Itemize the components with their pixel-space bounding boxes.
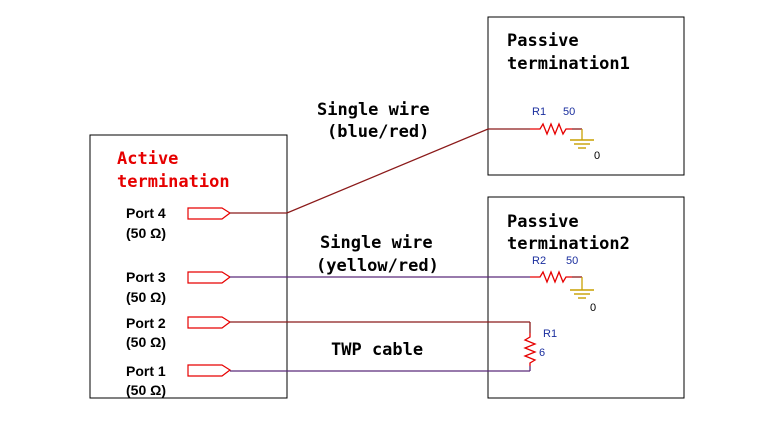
wire2-label-line1: Single wire — [320, 233, 433, 253]
twp-resistor-value: 6 — [539, 347, 545, 359]
port1-connector-icon — [187, 364, 232, 377]
port3-connector-icon — [187, 271, 232, 284]
port2-impedance: (50 Ω) — [126, 334, 166, 350]
passive1-resistor-icon — [530, 122, 572, 136]
passive2-ground-icon — [570, 289, 594, 299]
twp-resistor-icon — [523, 333, 537, 366]
passive2-resistor-value: 50 — [566, 255, 578, 267]
active-title-line2: termination — [117, 172, 230, 192]
wire1-label-line2: (blue/red) — [327, 122, 429, 142]
port1-label: Port 1 — [126, 363, 166, 379]
passive1-ground-icon — [570, 139, 594, 149]
active-title-line1: Active — [117, 149, 178, 169]
passive-termination2-box — [487, 196, 685, 399]
port1-impedance: (50 Ω) — [126, 382, 166, 398]
passive1-resistor-ref: R1 — [532, 106, 546, 118]
passive2-resistor-ref: R2 — [532, 255, 546, 267]
active-termination-box — [89, 134, 288, 399]
passive1-title-line2: termination1 — [507, 54, 630, 74]
port2-label: Port 2 — [126, 315, 166, 331]
port4-connector-icon — [187, 207, 232, 220]
passive2-ground-label: 0 — [590, 302, 596, 314]
passive2-title-line2: termination2 — [507, 234, 630, 254]
passive-termination1-box — [487, 16, 685, 176]
passive1-ground-label: 0 — [594, 150, 600, 162]
port4-impedance: (50 Ω) — [126, 225, 166, 241]
passive2-resistor-icon — [530, 270, 572, 284]
wire2-label-line2: (yellow/red) — [316, 256, 439, 276]
port2-connector-icon — [187, 316, 232, 329]
passive1-resistor-value: 50 — [563, 106, 575, 118]
passive2-title-line1: Passive — [507, 212, 579, 232]
twp-resistor-ref: R1 — [543, 328, 557, 340]
wire-port4 — [230, 128, 530, 214]
port3-impedance: (50 Ω) — [126, 289, 166, 305]
wire1-label-line1: Single wire — [317, 100, 430, 120]
port4-label: Port 4 — [126, 205, 166, 221]
passive1-title-line1: Passive — [507, 31, 579, 51]
twp-cable-label: TWP cable — [331, 340, 423, 360]
port3-label: Port 3 — [126, 269, 166, 285]
